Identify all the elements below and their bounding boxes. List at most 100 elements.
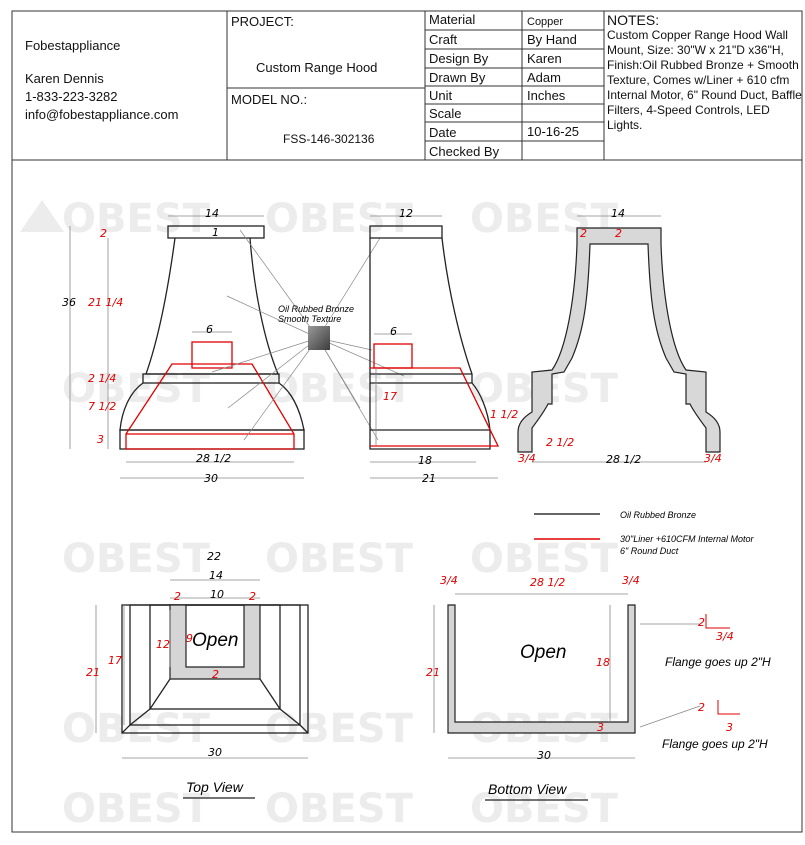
bottom-liner-section [447,604,636,734]
model-number: FSS-146-302136 [283,132,375,146]
legend: Oil Rubbed Bronze 30"Liner +610CFM Inter… [534,510,755,556]
flange-detail-bottom: 2 3 Flange goes up 2"H [662,700,768,751]
bottom-right-wall-label: 3/4 [622,574,640,587]
side-liner-height-label: 17 [383,390,397,403]
front-base-height-label: 3 [97,433,104,446]
front-view: 14 2 1 36 21 1/4 2 1/4 7 1/2 3 6 28 1/2 … [62,207,305,485]
finish-callout: Oil Rubbed Bronze Smooth Texture [211,229,405,441]
section-liner-width-label: 28 1/2 [606,453,641,466]
section-wall-right-label: 3/4 [704,452,722,465]
bottom-overall-width-label: 30 [537,749,551,762]
top-inner-height-label: 12 [156,638,170,651]
watermark-text: OBEST [62,786,211,832]
bottom-inner-width-label: 28 1/2 [530,576,565,589]
top-mid-width-label: 14 [209,569,223,582]
watermark: OBEST OBEST OBEST OBEST OBEST OBEST OBES… [20,196,619,832]
spec-value-design-by: Karen [527,51,562,66]
top-inner-depth-side-label: 17 [108,654,122,667]
front-skirt-height-label: 7 1/2 [88,400,116,413]
watermark-text: OBEST [470,786,619,832]
front-collar [167,225,265,239]
finish-callout-line-2: Smooth Texture [278,314,341,324]
legend-black-label: Oil Rubbed Bronze [620,510,696,520]
title-block-grid [11,10,803,833]
watermark-text: OBEST [62,196,211,242]
watermark-text: OBEST [265,536,414,582]
contact-phone: 1-833-223-3282 [25,89,118,104]
model-label: MODEL NO.: [231,92,308,107]
front-overall-width-label: 30 [204,472,218,485]
top-view-title: Top View [186,779,244,795]
project-label: PROJECT: [231,14,294,29]
section-top-h2-label: 2 [615,227,622,240]
watermark-text: OBEST [470,536,619,582]
side-skirt-note: 1 1/2 [490,408,518,421]
side-overall-depth-label: 21 [422,472,436,485]
flange-detail-top: 2 3/4 Flange goes up 2"H [665,614,771,669]
bottom-left-wall-label: 3/4 [440,574,458,587]
finish-callout-line-1: Oil Rubbed Bronze [278,304,354,314]
watermark-text: OBEST [62,536,211,582]
legend-red-label-2: 6" Round Duct [620,546,679,556]
bottom-open-label: Open [520,642,566,663]
spec-label-design-by: Design By [429,51,489,66]
bottom-dimension-lines [433,593,701,759]
project-name: Custom Range Hood [256,60,378,75]
spec-value-craft: By Hand [527,32,577,47]
watermark-text: OBEST [265,706,414,752]
contact-name: Karen Dennis [25,71,104,86]
front-band [142,373,280,384]
side-liner [370,343,500,447]
contact-email: info@fobestappliance.com [25,107,179,122]
watermark-text: OBEST [62,706,211,752]
section-rim-label: 2 1/2 [546,436,574,449]
finish-swatch [308,326,330,350]
flange-dim-c: 2 [698,701,705,714]
section-view: 14 2 2 2 1/2 3/4 3/4 28 1/2 [517,207,722,466]
flange-dim-b: 3/4 [716,630,734,643]
top-outer-depth-label: 21 [86,666,100,679]
front-liner [125,341,295,450]
watermark-text: OBEST [265,786,414,832]
top-open-label: Open [192,630,238,651]
notes-title: NOTES: [607,12,660,28]
side-collar [369,225,443,239]
spec-label-drawn-by: Drawn By [429,70,486,85]
front-duct-label: 6 [206,323,213,336]
front-base [119,429,305,450]
section-wall-left-label: 3/4 [518,452,536,465]
spec-label-checked-by: Checked By [429,144,500,159]
spec-value-date: 10-16-25 [527,124,580,139]
top-side-left-label: 2 [174,590,181,603]
top-bottom-rim-label: 2 [212,668,219,681]
bottom-view: 3/4 28 1/2 3/4 Open 21 18 3 30 2 3/4 Fla… [426,574,771,801]
watermark-row-5: OBEST OBEST OBEST [62,786,619,832]
spec-label-date: Date [429,125,457,140]
front-collar-note: 1 [212,226,219,239]
top-inner-depth-label: 9 [186,632,193,645]
spec-label-scale: Scale [429,106,462,121]
spec-label-material: Material [429,12,476,27]
flange-note-top: Flange goes up 2"H [665,655,771,669]
spec-value-unit: Inches [527,88,566,103]
flange-dim-a: 2 [698,616,705,629]
top-dimension-lines [95,579,308,759]
flange-note-bottom: Flange goes up 2"H [662,737,768,751]
finish-callout-leaders [211,229,405,441]
front-total-height-label: 36 [62,296,76,309]
section-top-width-label: 14 [611,207,625,220]
side-view: 12 6 17 1 1/2 18 21 [369,207,518,485]
legend-red-label-1: 30"Liner +610CFM Internal Motor [620,534,755,544]
notes-text: Custom Copper Range Hood Wall Mount, Siz… [607,28,802,132]
top-outer-width-label: 22 [207,550,221,563]
spec-label-unit: Unit [429,88,453,103]
spec-label-craft: Craft [429,32,458,47]
front-liner-width-label: 28 1/2 [196,452,231,465]
watermark-text: OBEST [265,196,414,242]
section-top-h1-label: 2 [580,227,587,240]
top-overall-width-label: 30 [208,746,222,759]
side-top-width-label: 12 [399,207,413,220]
section-dimension-lines [532,215,706,463]
watermark-row-4: OBEST OBEST OBEST [62,706,619,752]
